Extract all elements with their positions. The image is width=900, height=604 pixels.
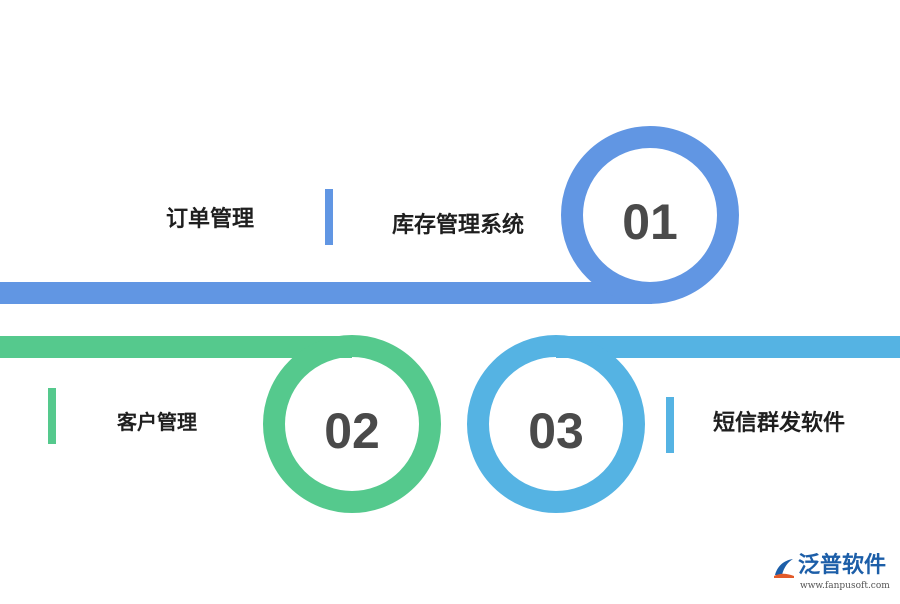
accent-bar-02 — [48, 388, 56, 444]
accent-bar-01 — [325, 189, 333, 245]
logo-url: www.fanpusoft.com — [800, 581, 890, 591]
step-number-02: 02 — [324, 403, 380, 459]
logo-name: 泛普软件 — [798, 553, 887, 578]
line-step-02 — [0, 336, 352, 358]
step-number-03: 03 — [528, 403, 584, 459]
line-step-03 — [556, 336, 900, 358]
step-label-01: 库存管理系统 — [392, 213, 525, 238]
ring-step-02 — [263, 335, 441, 513]
label-top-left: 订单管理 — [166, 207, 255, 232]
line-step-01 — [0, 282, 652, 304]
accent-bar-03 — [666, 397, 674, 453]
ring-step-03 — [467, 335, 645, 513]
ring-step-01 — [561, 126, 739, 304]
brand-logo: 泛普软件 www.fanpusoft.com — [772, 552, 896, 596]
step-label-03: 短信群发软件 — [713, 411, 846, 436]
logo-mark-icon — [774, 559, 794, 578]
step-label-02: 客户管理 — [117, 410, 197, 434]
step-number-01: 01 — [622, 194, 678, 250]
